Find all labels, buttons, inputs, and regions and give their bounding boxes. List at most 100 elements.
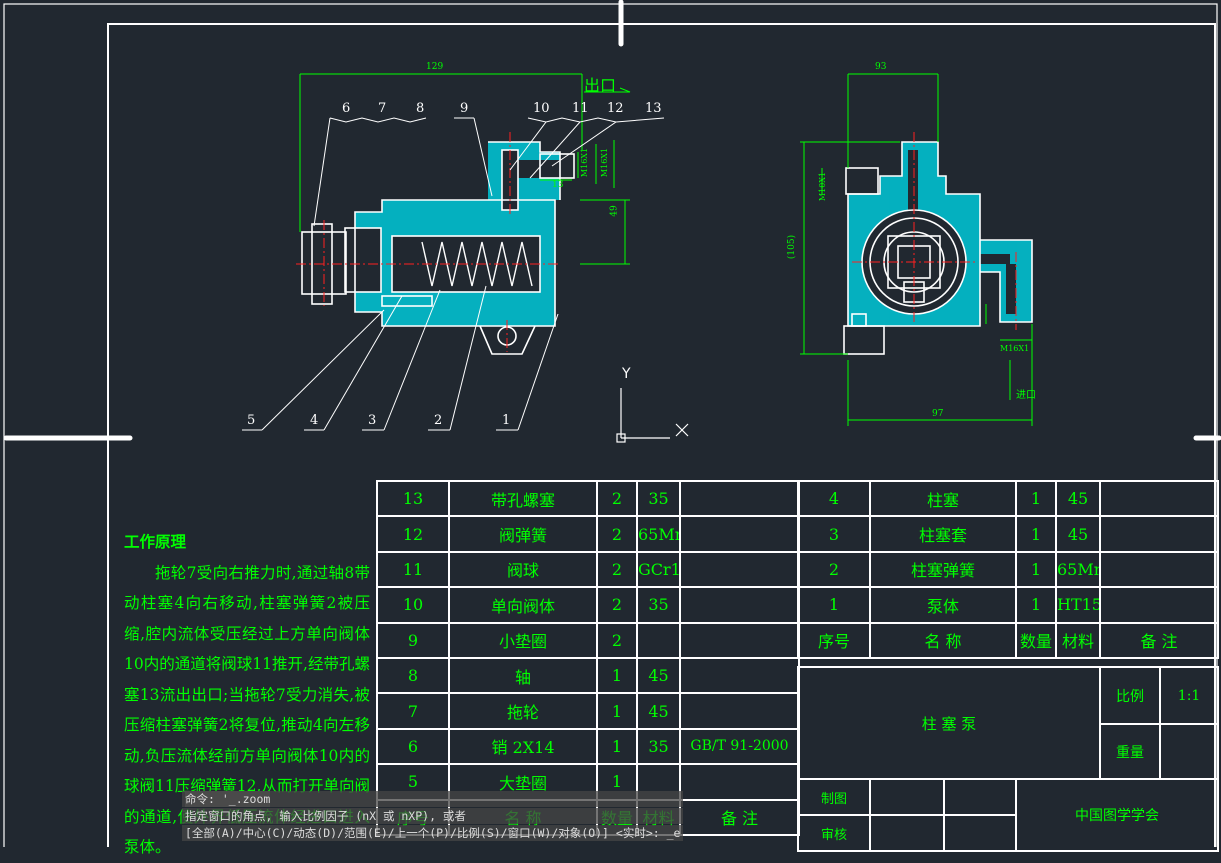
bom-left-cell: [679, 656, 800, 695]
scale-label: 比例: [1099, 666, 1162, 725]
bom-right-cell: 65Mn: [1055, 550, 1101, 589]
bom-left-cell: 13: [376, 479, 450, 518]
balloon-4: 4: [310, 413, 319, 428]
balloon-1: 1: [502, 413, 511, 428]
check-date: [943, 814, 1017, 852]
title-block: 柱 塞 泵 比例 1:1 重量 制图 中国图学学会 审核: [796, 666, 1220, 852]
dim-thread-2: M16X1: [600, 147, 610, 178]
balloon-9: 9: [460, 101, 469, 116]
bom-left-cell: 12: [376, 515, 450, 553]
balloon-3: 3: [368, 413, 377, 428]
dim-49: 49: [609, 205, 620, 217]
bom-right-cell: 柱塞弹簧: [869, 550, 1017, 589]
balloon-12: 12: [607, 101, 624, 116]
bom-right-cell: 序号: [797, 621, 871, 659]
bom-right-cell: 材料: [1055, 621, 1101, 659]
side-view: [843, 132, 1033, 355]
principle-body: 拖轮7受向右推力时,通过轴8带动柱塞4向右移动,柱塞弹簧2被压缩,腔内流体受压经…: [124, 563, 370, 857]
bom-left-cell: 2: [596, 586, 638, 624]
dim-right-width: 93: [875, 62, 887, 72]
balloon-2: 2: [434, 413, 443, 428]
bom-left-cell: 2: [596, 479, 638, 518]
bom-left-cell: [679, 515, 800, 553]
dim-height: (105): [787, 234, 798, 260]
balloon-5: 5: [247, 413, 256, 428]
scale-value: 1:1: [1159, 666, 1220, 725]
weight-label: 重量: [1099, 723, 1162, 780]
bom-right-cell: 数量: [1015, 621, 1057, 659]
command-line[interactable]: 命令: '_.zoom 指定窗口的角点, 输入比例因子 (nX 或 nXP), …: [182, 791, 684, 842]
bom-left-cell: 2: [596, 550, 638, 589]
balloon-6: 6: [342, 101, 351, 116]
principle-title: 工作原理: [124, 532, 187, 551]
bom-left-cell: 2: [596, 621, 638, 659]
balloon-11: 11: [572, 101, 589, 116]
working-principle: 工作原理 拖轮7受向右推力时,通过轴8带动柱塞4向右移动,柱塞弹簧2被压缩,腔内…: [124, 527, 370, 863]
bom-left-cell: 45: [636, 692, 681, 730]
dim-top-width: 129: [426, 62, 444, 72]
command-history-2: 指定窗口的角点, 输入比例因子 (nX 或 nXP), 或者: [182, 808, 684, 824]
balloon-7: 7: [378, 101, 387, 116]
bom-left-cell: 35: [636, 479, 681, 518]
bom-left-cell: 8: [376, 656, 450, 695]
inlet-label: 进口: [1016, 390, 1036, 401]
bom-left-cell: 35: [636, 586, 681, 624]
bom-right-cell: HT150: [1055, 586, 1101, 624]
bom-right-cell: 45: [1055, 515, 1101, 553]
bom-right-cell: [1099, 586, 1219, 624]
bom-left-cell: [679, 692, 800, 730]
bom-left-cell: GCr15: [636, 550, 681, 589]
ucs-icon: [616, 388, 689, 443]
bom-right-cell: 泵体: [869, 586, 1017, 624]
ucs-y-label: Y: [622, 366, 631, 382]
bom-left-cell: 45: [636, 656, 681, 695]
bom-right-cell: [1099, 550, 1219, 589]
weight-value: [1159, 723, 1220, 780]
bom-right-cell: 名 称: [869, 621, 1017, 659]
command-input[interactable]: [全部(A)/中心(C)/动态(D)/范围(E)/上一个(P)/比例(S)/窗口…: [182, 825, 684, 841]
bom-left-cell: [679, 763, 800, 801]
bom-right-cell: 45: [1055, 479, 1101, 518]
bom-right-cell: [1099, 515, 1219, 553]
bom-right-cell: 柱塞: [869, 479, 1017, 518]
bom-right-cell: 1: [1015, 586, 1057, 624]
bom-left-cell: 带孔螺塞: [448, 479, 598, 518]
bom-left-cell: 6: [376, 727, 450, 766]
bom-right-cell: 1: [797, 586, 871, 624]
bom-left-cell: 阀弹簧: [448, 515, 598, 553]
bom-left-cell: 销 2X14: [448, 727, 598, 766]
dimension-lines: [299, 73, 1033, 426]
outlet-label: 出口: [584, 76, 617, 95]
dim-thread-3: M16X1: [1000, 344, 1030, 353]
bom-left-cell: 阀球: [448, 550, 598, 589]
bom-left-cell: 1: [596, 727, 638, 766]
drawn-label: 制图: [797, 778, 871, 816]
bom-left-cell: 小垫圈: [448, 621, 598, 659]
check-label: 审核: [797, 814, 871, 852]
dim-thread-1: M16X1: [580, 147, 590, 178]
bom-left-cell: 2: [596, 515, 638, 553]
bom-left-cell: 5: [376, 763, 450, 801]
leader-lines: [242, 117, 665, 431]
dim-13: 13: [552, 180, 564, 190]
bom-table-right: 4柱塞1453柱塞套1452柱塞弹簧165Mn1泵体1HT150序号名 称数量材…: [797, 479, 1219, 659]
bom-left-cell: [679, 621, 800, 659]
balloon-10: 10: [533, 101, 550, 116]
bom-left-cell: 35: [636, 727, 681, 766]
command-history-1: 命令: '_.zoom: [182, 791, 684, 807]
bom-table-left: 13带孔螺塞23512阀弹簧265Mn11阀球2GCr1510单向阀体2359小…: [376, 479, 800, 836]
bom-left-cell: 1: [596, 656, 638, 695]
bom-left-cell: [679, 550, 800, 589]
bom-left-cell: 10: [376, 586, 450, 624]
dim-right-bottom: 97: [932, 409, 944, 419]
check-name: [869, 814, 945, 852]
bom-right-cell: 1: [1015, 479, 1057, 518]
bom-left-row: 11阀球2GCr15: [376, 550, 800, 589]
bom-left-cell: 9: [376, 621, 450, 659]
drawn-name: [869, 778, 945, 816]
